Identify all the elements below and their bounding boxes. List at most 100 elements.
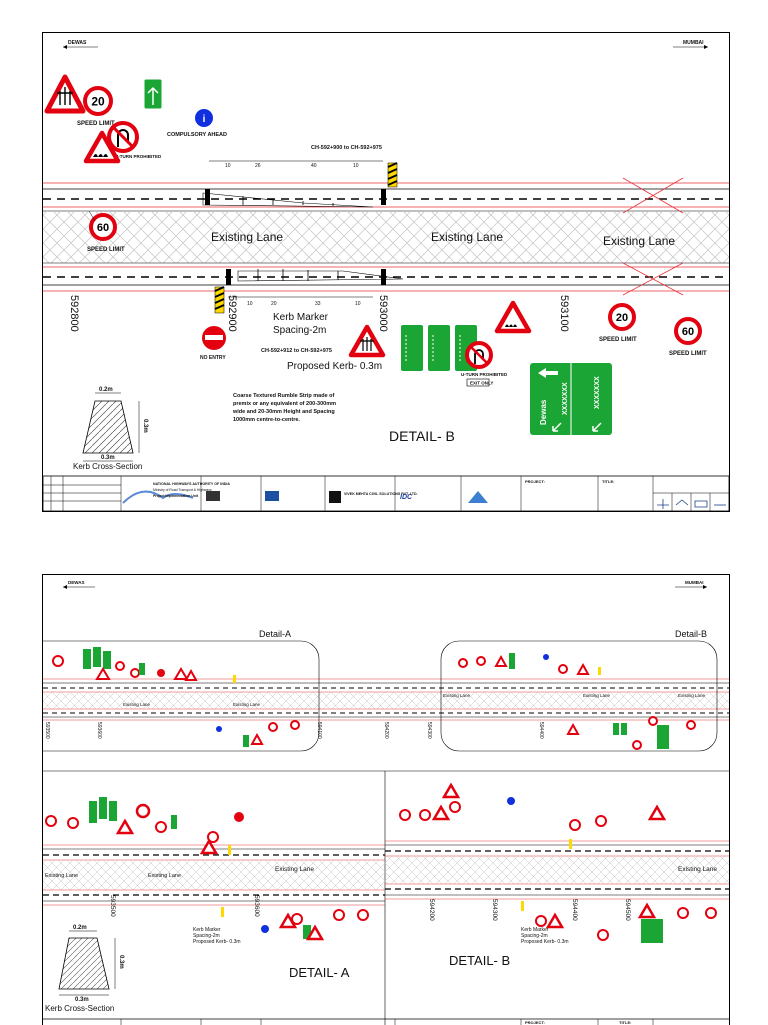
dim-bottom-4: 10 [355,301,361,307]
existing-lane-label: Existing Lane [583,693,611,698]
chainage-range-top: CH-592+900 to CH-592+975 [311,145,382,151]
no-entry-sign-icon [202,326,226,350]
exit-only-caption: EXIT ONLY [470,381,493,386]
speed-limit-caption: SPEED LIMIT [599,337,637,343]
overview-signs-top [52,647,696,750]
warning-sign-icon [44,74,86,114]
gantry-placeholder: XXXXXXX [562,382,569,415]
kerb-cross-section-caption: Kerb Cross-Section [73,462,142,471]
project-label: PROJECT: [525,479,545,484]
speed-limit-caption: SPEED LIMIT [87,247,125,253]
speed-value: 60 [97,222,109,234]
existing-lane-label: Existing Lane [233,702,261,707]
rumble-note-line: Coarse Textured Rumble Strip made of [233,393,335,399]
chainage-range-bottom: CH-592+912 to CH-592+975 [261,348,332,354]
hump-warning-sign-icon [83,130,121,164]
detail-a-title: DETAIL- A [289,965,350,980]
kerb-block [226,269,231,285]
detail-b-title: DETAIL- B [389,428,455,444]
arrow-right-icon [703,585,707,589]
chainage-592800: 592800 [68,295,80,332]
arrow-left-icon [538,368,558,378]
kerb-cross-section-caption: Kerb Cross-Section [45,1004,114,1013]
safety-consultant-logo-icon [468,491,488,503]
detail-a-heading: Detail-A [259,629,291,639]
existing-lane-label: Existing Lane [603,234,675,248]
title-block-thumbnails [657,499,726,509]
overview-road-top [43,678,729,721]
direction-mumbai: MUMBAI [683,40,704,46]
compulsory-ahead-caption: COMPULSORY AHEAD [167,132,227,138]
chainage-label: 594500 [624,899,631,921]
detail-b-road [385,840,729,900]
red-cross-marks [622,177,684,296]
dim-top-2: 26 [255,163,261,169]
kerb-marker-label: Kerb Marker [273,312,329,323]
detail-b-signs [399,782,717,943]
existing-lane-label: Existing Lane [45,873,78,879]
title-label: TITLE: [619,1020,631,1025]
rumble-note-line: 1000mm centre-to-centre. [233,417,300,423]
chainage-593000: 593000 [377,295,389,332]
detail-a-signs [45,797,369,941]
speed-value: 20 [616,312,628,324]
exit-only-plate [466,378,490,387]
kerb-top-dimension: 0.2m [99,387,113,393]
speed-limit-20-sign: 20 [608,303,636,331]
kerb-cross-section-figure [82,392,140,462]
arrow-left-icon [63,45,67,49]
speed-limit-20-sign: 20 [83,86,113,116]
speed-limit-60-sign: 60 [89,213,117,241]
detail-a-boundary [43,640,320,752]
kerb-spacing-label: Spacing-2m [521,933,548,939]
kerb-block [205,189,210,205]
u-turn-prohibited-sign-icon [465,341,493,369]
chainage-label: 594200 [428,899,435,921]
existing-lane-label: Existing Lane [443,693,471,698]
existing-lane-label: Existing Lane [678,693,706,698]
chainage-label: 593600 [96,722,102,739]
title-block: NATIONAL HIGHWAYS AUTHORITY OF INDIA Min… [43,475,729,511]
client-unit: Project Implementation Unit [153,494,199,498]
chainage-label: 594300 [426,722,432,739]
client-name: NATIONAL HIGHWAYS AUTHORITY OF INDIA [153,482,230,486]
leader-line [88,210,96,222]
kerb-spacing-label: Spacing-2m [273,325,326,336]
overhead-gantry-sign: Dewas XXXXXXX XXXXXXX [530,363,612,435]
kerb-bottom-dimension: 0.3m [75,997,89,1003]
authority-logo-icon [206,491,220,501]
dim-bottom-1: 10 [247,301,253,307]
contractor-name: VIVEK MEHTA CIVIL SOLUTIONS PVT. LTD. [344,492,418,496]
info-sign-icon: i [195,109,213,127]
chainage-label: 594200 [383,722,389,739]
taper-top [202,192,374,208]
rumble-note-line: premix or any equivalent of 200-300mm [233,401,336,407]
title-block-partial: PROJECT: TITLE: [43,1018,729,1025]
chainage-label: 594100 [316,722,322,739]
dim-top-1: 10 [225,163,231,169]
client-logo-icon [122,490,194,504]
exit-sign-icon [143,78,163,110]
detail-b-title: DETAIL- B [449,953,510,968]
speed-limit-caption: SPEED LIMIT [669,351,707,357]
direction-dewas: DEWAS [68,580,85,585]
overview-drawing: DEWAS MUMBAI Detail-A Detail-B Existing … [43,580,729,1025]
median-hatch [43,211,729,263]
taper-bottom [237,270,404,282]
consultant-logo: IDC [400,494,413,501]
chainage-label: 594400 [538,722,544,739]
dim-top-3: 40 [311,163,317,169]
engineer-logo-icon [265,491,279,501]
proposed-kerb-label: Proposed Kerb- 0.3m [287,361,382,372]
gantry-placeholder: XXXXXXX [594,376,601,409]
existing-lane-label: Existing Lane [431,230,503,244]
speed-value: 20 [91,95,105,109]
existing-lane-label: Existing Lane [211,230,283,244]
detail-b-heading: Detail-B [675,629,707,639]
dim-bottom-3: 33 [315,301,321,307]
existing-lane-label: Existing Lane [275,866,314,873]
u-turn-caption: U-TURN PROHIBITED [461,372,508,377]
chainage-593100: 593100 [558,295,570,332]
arrow-left-icon [63,585,67,589]
dim-top-4: 10 [353,163,359,169]
